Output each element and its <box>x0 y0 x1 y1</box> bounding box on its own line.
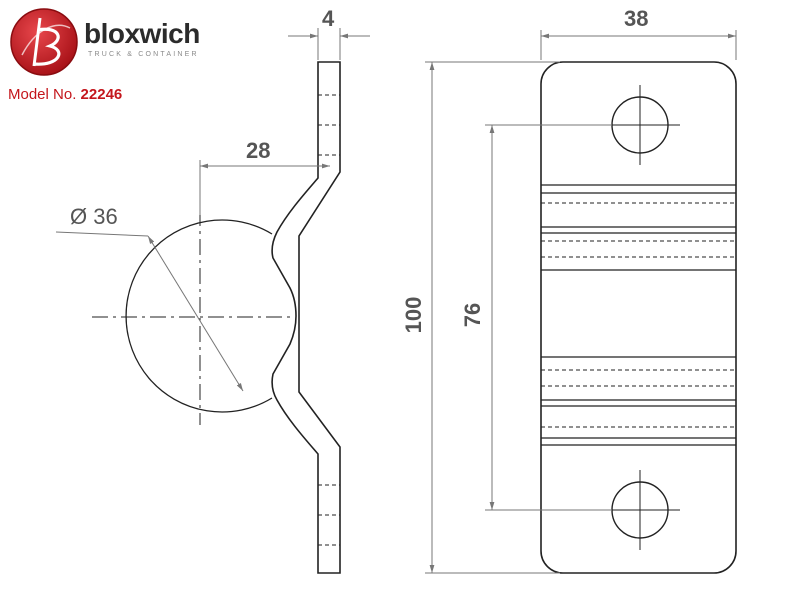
brand-name: bloxwich <box>84 18 200 49</box>
dimension-height-lines <box>425 61 560 574</box>
dimension-offset: 28 <box>246 138 271 163</box>
brand-tagline: TRUCK & CONTAINER <box>88 51 199 58</box>
profile-hidden-lines <box>318 94 340 546</box>
dimension-offset-lines <box>199 160 330 215</box>
dimension-thickness: 4 <box>322 6 335 31</box>
model-number: Model No. 22246 <box>8 86 122 103</box>
front-solid-lines <box>541 184 736 446</box>
dimension-height: 100 <box>401 296 426 334</box>
dimension-width-lines <box>540 30 737 60</box>
front-hidden-lines <box>541 202 736 428</box>
dimension-hole-spacing-lines <box>485 124 612 511</box>
model-label: Model No. <box>8 86 77 103</box>
dimension-hole-spacing: 76 <box>460 302 485 328</box>
brand-logo <box>10 8 78 76</box>
model-value: 22246 <box>80 86 123 103</box>
dimension-thickness-lines <box>288 28 370 60</box>
tube-circle <box>55 210 290 425</box>
dimension-diameter: Ø 36 <box>70 204 118 229</box>
dimension-width: 38 <box>624 6 649 31</box>
side-profile <box>271 61 341 574</box>
front-view <box>540 61 737 574</box>
